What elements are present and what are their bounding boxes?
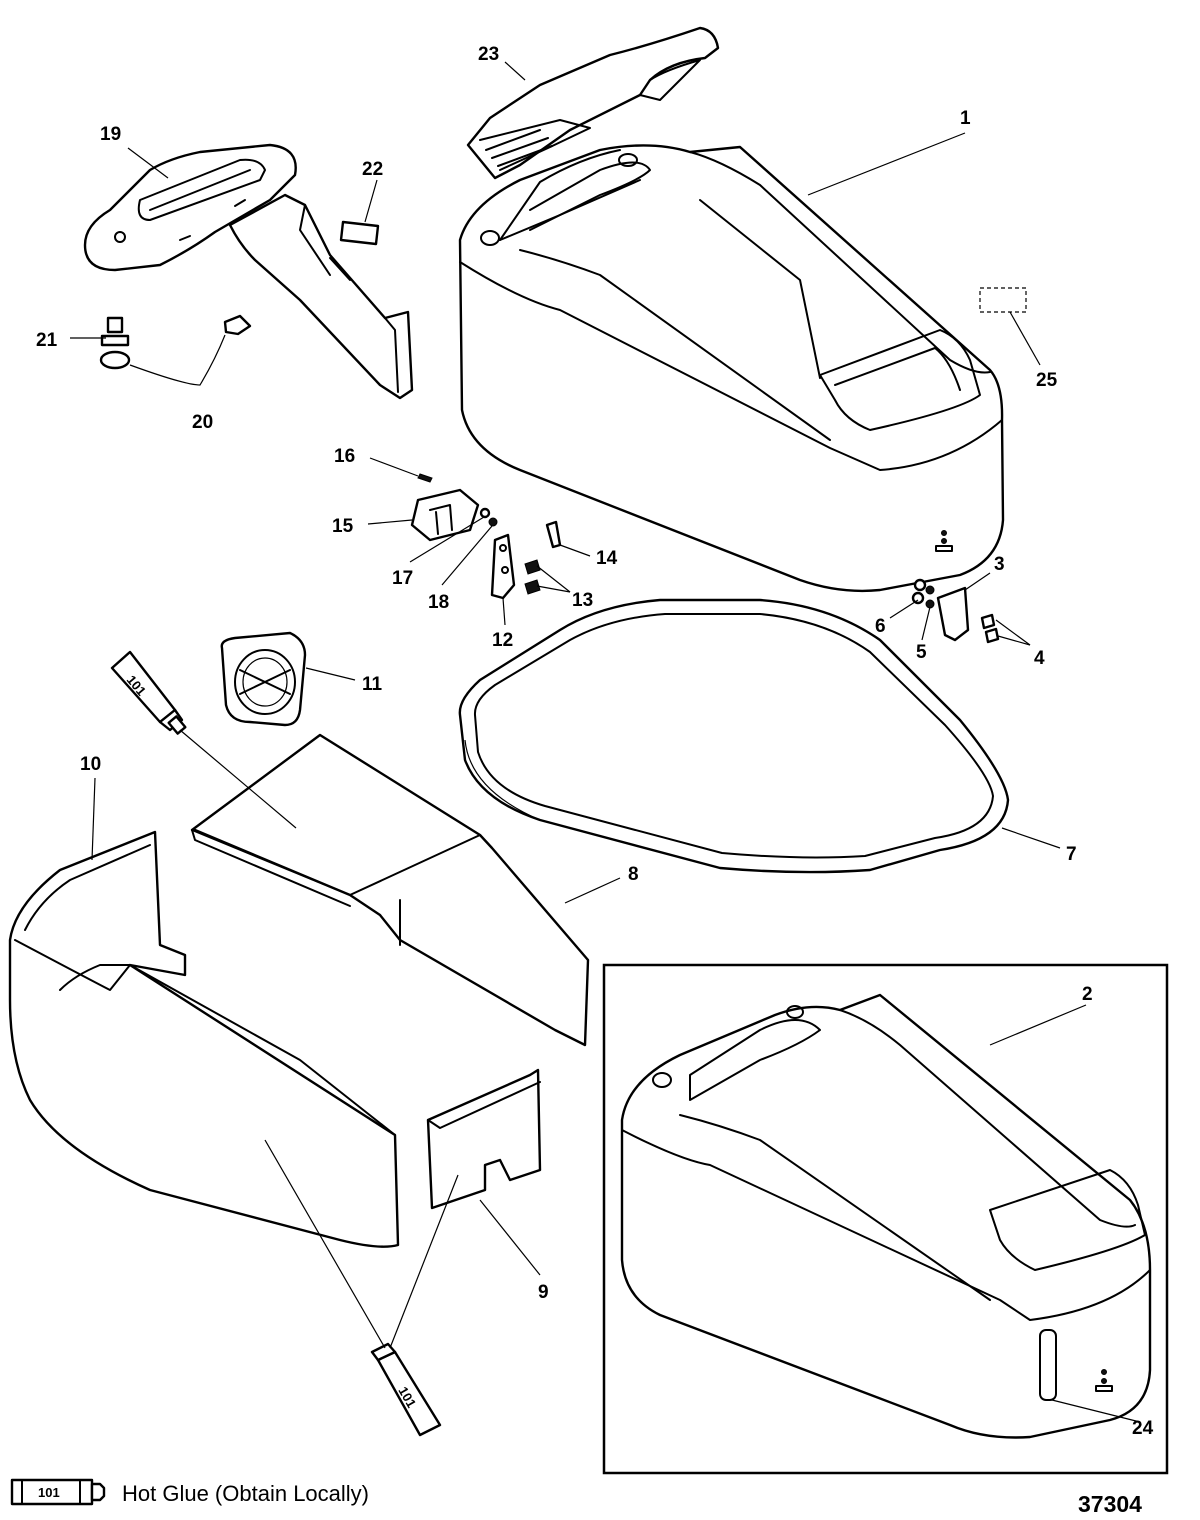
callout-4: 4: [1034, 648, 1045, 669]
decal-placeholder-part-25: [979, 287, 1027, 313]
intake-duct: [228, 193, 414, 400]
screw-part-21: [100, 316, 130, 347]
alt-top-cowl-part-2: [620, 993, 1152, 1439]
figure-number: 37304: [1078, 1491, 1142, 1517]
seal-part-7: [458, 598, 1010, 874]
screws-part-4: [980, 613, 1000, 644]
callout-19: 19: [100, 124, 121, 145]
callout-12: 12: [492, 630, 513, 651]
callout-25: 25: [1036, 370, 1058, 391]
callout-6: 6: [875, 616, 886, 637]
callout-1: 1: [960, 108, 971, 129]
insulation-part-9: [426, 1068, 542, 1210]
legend-text: Hot Glue (Obtain Locally): [122, 1481, 369, 1506]
callout-22: 22: [362, 159, 383, 180]
latch-plate-part-12: [490, 533, 516, 600]
bracket-part-3: [936, 586, 970, 642]
callout-7: 7: [1066, 844, 1077, 865]
legend: 101 Hot Glue (Obtain Locally): [10, 1478, 369, 1506]
callout-21: 21: [36, 330, 58, 351]
air-intake-part-19: [83, 143, 297, 272]
screws-part-13: [524, 559, 541, 595]
latch-part-15: [410, 488, 480, 542]
callout-9: 9: [538, 1282, 549, 1303]
callout-24: 24: [1132, 1418, 1154, 1439]
decal-part-22: [339, 220, 380, 246]
callout-15: 15: [332, 516, 354, 537]
callout-17: 17: [392, 568, 413, 589]
grommets-part-20: [99, 314, 252, 370]
callout-18: 18: [428, 592, 449, 613]
washer-parts-17-18: [479, 507, 498, 527]
glue-tube-bottom: 101: [370, 1342, 442, 1437]
screw-part-16: [417, 473, 433, 483]
callout-23: 23: [478, 44, 499, 65]
cover-part-11: [220, 631, 307, 727]
callouts: 1 2 3 4 5 6 7 8 9 10 11 12 13 14 15 16 1…: [36, 44, 1154, 1439]
inset-panel: [602, 963, 1169, 1475]
callout-20: 20: [192, 412, 213, 433]
callout-14: 14: [596, 548, 618, 569]
callout-13: 13: [572, 590, 593, 611]
screw-part-14: [545, 520, 562, 549]
callout-11: 11: [362, 674, 383, 695]
legend-code: 101: [38, 1485, 60, 1500]
cowl-handle-part-23: [466, 26, 720, 180]
insulation-part-8: [190, 733, 590, 1047]
lower-cowl-part-10: [8, 830, 400, 1248]
glue-tube-top: 101: [110, 650, 187, 735]
callout-5: 5: [916, 642, 927, 663]
callout-3: 3: [994, 554, 1005, 575]
callout-2: 2: [1082, 984, 1093, 1005]
callout-10: 10: [80, 754, 101, 775]
callout-8: 8: [628, 864, 639, 885]
nuts-part-5-6: [911, 578, 935, 609]
top-cowl-part-1: [458, 144, 1005, 593]
leader-lines: [70, 61, 1141, 1423]
callout-16: 16: [334, 446, 355, 467]
